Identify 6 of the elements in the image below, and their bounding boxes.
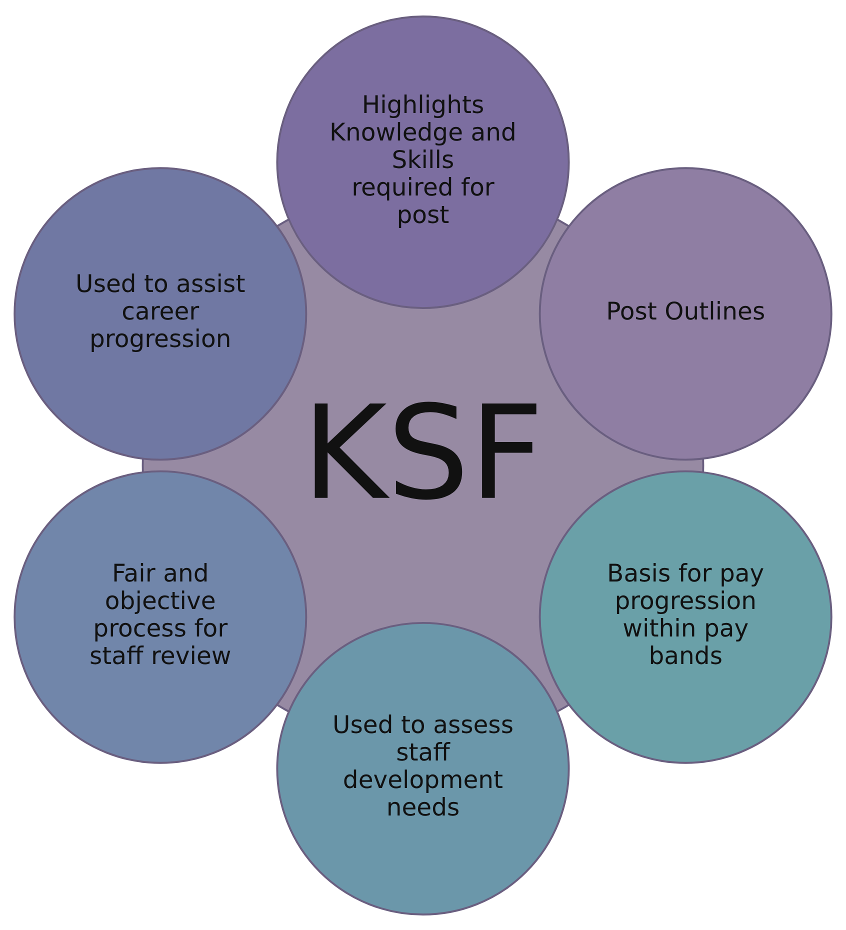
node-circle: Fair and objective process for staff review	[14, 470, 308, 764]
node-circle: Used to assist career progression	[14, 166, 308, 460]
node-circle: Post Outlines	[538, 166, 832, 460]
node-circle: Basis for pay progression within pay bands	[538, 470, 832, 764]
node-circle: Used to assess staff development needs	[276, 621, 570, 915]
node-circle: Highlights Knowledge and Skills required for post	[276, 15, 570, 309]
